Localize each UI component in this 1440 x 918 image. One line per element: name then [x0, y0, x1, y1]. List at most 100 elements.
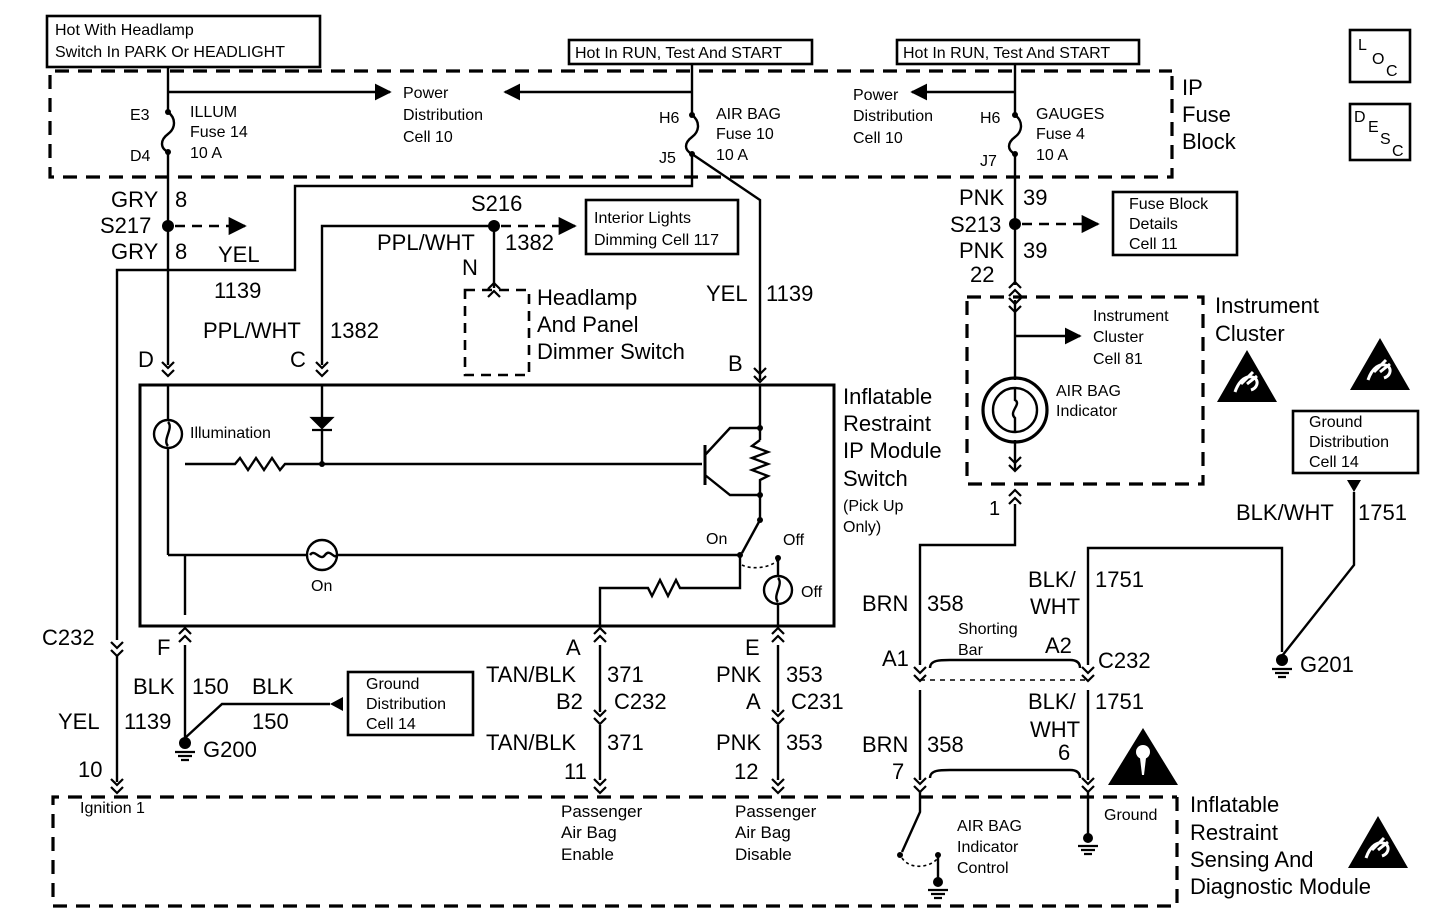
splice-s213-dot — [1009, 218, 1021, 230]
svg-text:H6: H6 — [980, 110, 1001, 127]
svg-text:Fuse: Fuse — [1182, 102, 1231, 127]
fuse-block-details-ref[interactable]: Fuse Block Details Cell 11 — [1111, 190, 1239, 257]
transistor-icon — [703, 400, 772, 520]
instrument-cluster: Instrument Cluster — [965, 293, 1319, 486]
svg-text:Passenger: Passenger — [561, 802, 643, 821]
svg-text:Control: Control — [957, 860, 1009, 877]
svg-text:PNK: PNK — [716, 662, 762, 687]
svg-text:Cell 14: Cell 14 — [366, 716, 416, 733]
svg-text:Indicator: Indicator — [1056, 403, 1118, 420]
svg-text:6: 6 — [1058, 740, 1070, 765]
svg-text:YEL: YEL — [58, 709, 100, 734]
diode-icon — [309, 416, 335, 432]
svg-text:On: On — [706, 531, 727, 548]
hot-run-label-2: Hot In RUN, Test And START — [903, 45, 1110, 62]
pdc-left-ref: Power Distribution Cell 10 — [403, 85, 483, 146]
c232-left: C232 — [42, 625, 95, 650]
svg-text:IP Module: IP Module — [843, 438, 942, 463]
on-off-switch[interactable]: On Off — [706, 519, 805, 569]
hot-run-label-1: Hot In RUN, Test And START — [575, 45, 782, 62]
svg-text:YEL: YEL — [706, 281, 748, 306]
fuse-illum: E3 D4 ILLUM Fuse 14 10 A — [130, 104, 248, 165]
fuse-airbag: H6 J5 AIR BAG Fuse 10 10 A — [659, 106, 781, 167]
svg-text:E3: E3 — [130, 107, 150, 124]
svg-text:Switch: Switch — [843, 466, 908, 491]
svg-text:1751: 1751 — [1358, 500, 1407, 525]
pin-d: D — [138, 347, 154, 372]
svg-text:On: On — [311, 578, 332, 595]
svg-text:10: 10 — [78, 757, 102, 782]
svg-text:GRY: GRY — [111, 187, 159, 212]
svg-text:Dimming Cell 117: Dimming Cell 117 — [594, 232, 719, 249]
svg-text:Distribution: Distribution — [853, 108, 933, 125]
svg-text:Diagnostic Module: Diagnostic Module — [1190, 874, 1371, 899]
pin-c: C — [290, 347, 306, 372]
svg-text:Disable: Disable — [735, 845, 792, 864]
svg-text:BLK: BLK — [252, 674, 294, 699]
svg-text:39: 39 — [1023, 238, 1047, 263]
svg-text:Fuse 10: Fuse 10 — [716, 126, 774, 143]
on-lamp-icon — [305, 538, 339, 572]
pin-a2: A2 — [1045, 633, 1072, 658]
svg-text:Inflatable: Inflatable — [1190, 792, 1279, 817]
svg-text:Fuse Block: Fuse Block — [1129, 196, 1209, 213]
svg-text:GRY: GRY — [111, 239, 159, 264]
ip-fuse-block: IP Fuse Block — [48, 69, 1237, 179]
svg-text:D4: D4 — [130, 148, 151, 165]
svg-text:10 A: 10 A — [190, 145, 222, 162]
svg-text:Indicator: Indicator — [957, 839, 1019, 856]
headlamp-dimmer-switch: Headlamp And Panel Dimmer Switch — [463, 285, 685, 377]
svg-text:358: 358 — [927, 591, 964, 616]
shorting-bar — [928, 658, 1082, 669]
svg-text:Distribution: Distribution — [366, 696, 446, 713]
splice-s217-dot — [162, 220, 174, 232]
svg-text:AIR BAG: AIR BAG — [957, 818, 1022, 835]
svg-text:Enable: Enable — [561, 845, 614, 864]
svg-text:Interior Lights: Interior Lights — [594, 210, 691, 227]
svg-text:PNK: PNK — [716, 730, 762, 755]
pin-f: F — [157, 635, 170, 660]
esd-warning-icon-2 — [1348, 336, 1412, 392]
svg-text:1382: 1382 — [505, 230, 554, 255]
svg-text:8: 8 — [175, 187, 187, 212]
splice-s213-label: S213 — [950, 212, 1001, 237]
svg-text:Illumination: Illumination — [190, 425, 271, 442]
ground-dist-right-ref[interactable]: Ground Distribution Cell 14 — [1291, 409, 1420, 475]
hot-headlamp-box: Hot With Headlamp Switch In PARK Or HEAD… — [45, 14, 322, 69]
svg-text:1139: 1139 — [214, 278, 261, 303]
svg-text:Passenger: Passenger — [735, 802, 817, 821]
svg-text:Details: Details — [1129, 216, 1178, 233]
pin-e: E — [745, 635, 760, 660]
svg-text:AIR BAG: AIR BAG — [716, 106, 781, 123]
svg-text:Fuse 14: Fuse 14 — [190, 124, 248, 141]
svg-text:Distribution: Distribution — [403, 107, 483, 124]
svg-text:Restraint: Restraint — [1190, 820, 1278, 845]
svg-text:150: 150 — [192, 674, 229, 699]
airbag-indicator-lamp-icon — [981, 376, 1049, 444]
svg-text:PPL/WHT: PPL/WHT — [377, 230, 475, 255]
svg-text:BLK/: BLK/ — [1028, 689, 1077, 714]
svg-text:J5: J5 — [659, 150, 676, 167]
svg-text:And Panel: And Panel — [537, 312, 639, 337]
interior-lights-ref[interactable]: Interior Lights Dimming Cell 117 — [584, 198, 740, 256]
ground-dist-left-ref[interactable]: Ground Distribution Cell 14 — [346, 670, 475, 737]
svg-text:1382: 1382 — [330, 318, 379, 343]
off-lamp-icon — [762, 574, 794, 606]
svg-text:Inflatable: Inflatable — [843, 384, 932, 409]
sensing-diagnostic-module: Inflatable Restraint Sensing And Diagnos… — [51, 792, 1371, 908]
svg-text:TAN/BLK: TAN/BLK — [486, 730, 576, 755]
svg-text:7: 7 — [892, 759, 904, 784]
caution-icon — [1108, 728, 1178, 785]
desc-icon[interactable]: D E S C — [1348, 102, 1412, 162]
c232-right: C232 — [1098, 648, 1151, 673]
svg-text:J7: J7 — [980, 153, 997, 170]
svg-text:BRN: BRN — [862, 732, 908, 757]
svg-text:Cluster: Cluster — [1215, 321, 1285, 346]
svg-text:(Pick Up: (Pick Up — [843, 498, 904, 515]
svg-text:Ground: Ground — [366, 676, 419, 693]
resistor-bottom — [598, 555, 742, 625]
hot-headlamp-line2: Switch In PARK Or HEADLIGHT — [55, 44, 285, 61]
svg-text:Ignition 1: Ignition 1 — [80, 800, 145, 817]
c231-a: C231 — [791, 689, 844, 714]
loc-icon[interactable]: L O C — [1348, 28, 1412, 84]
